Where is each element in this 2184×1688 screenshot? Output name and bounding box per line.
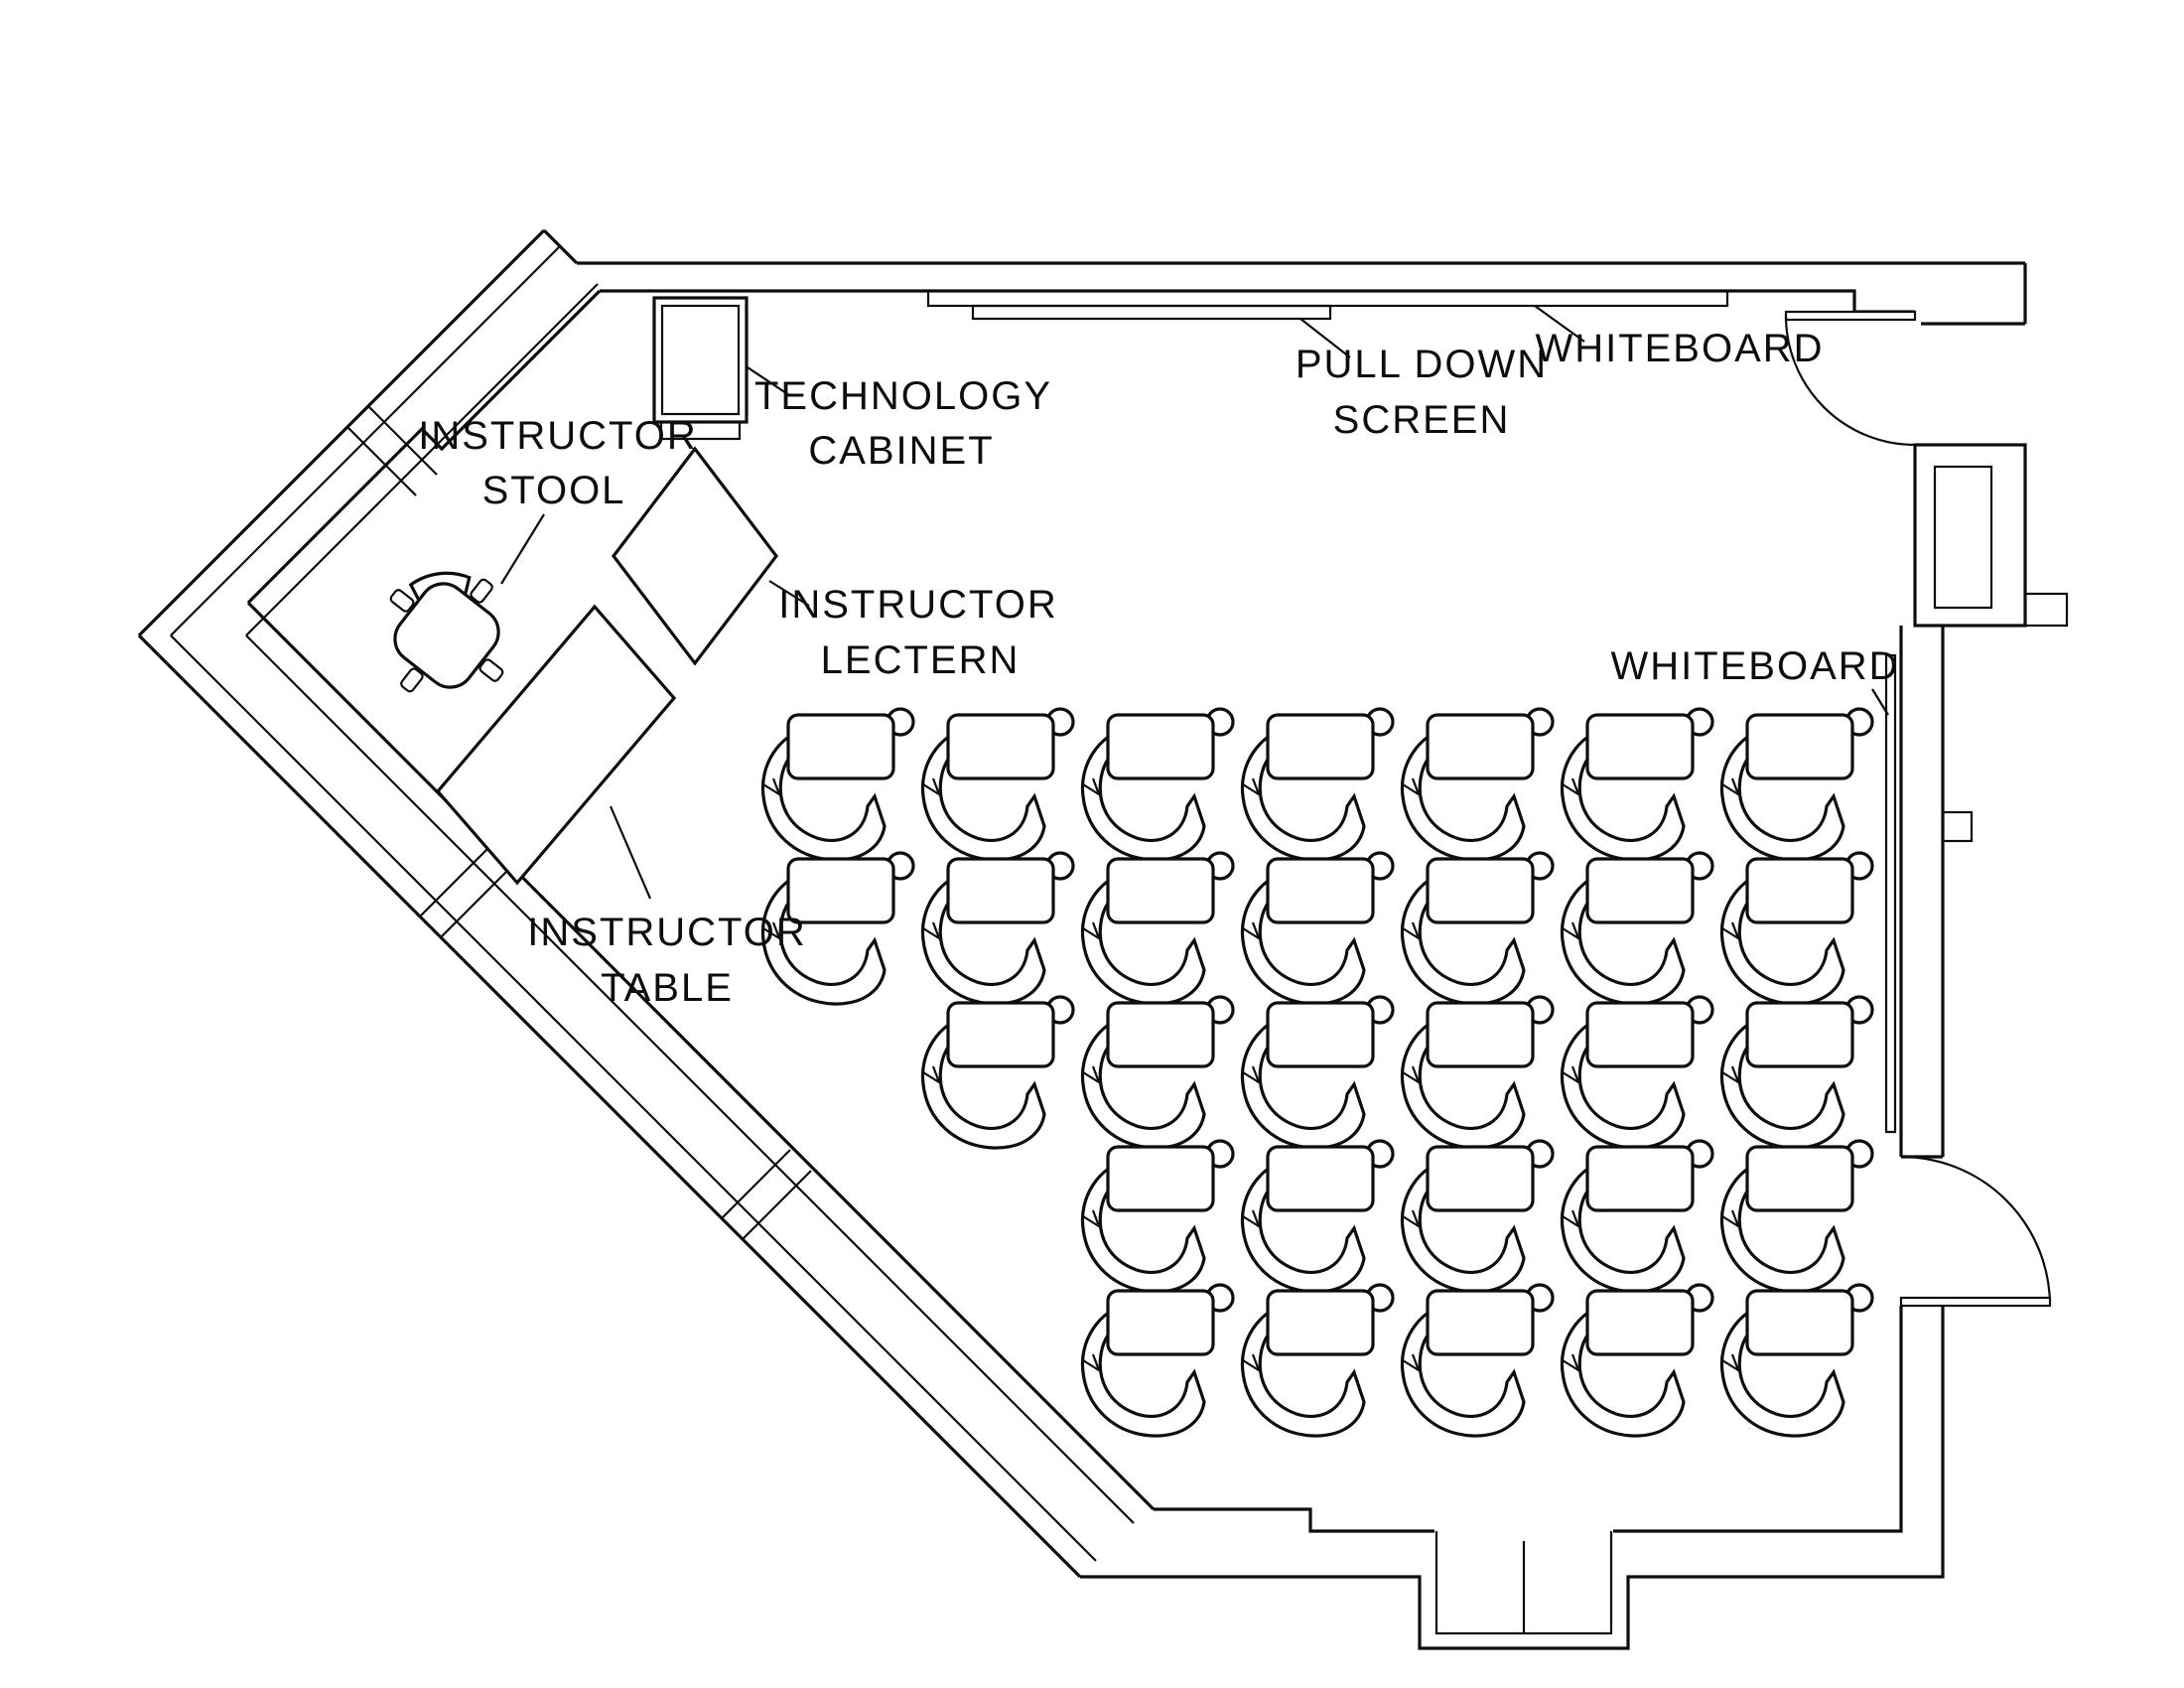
door-swing-arc — [1900, 1155, 2052, 1307]
student-chair — [1719, 1283, 1874, 1438]
label-whiteboard-right: WHITEBOARD — [1610, 644, 1899, 688]
door-swing-arc — [1784, 315, 1916, 447]
door-top-right — [1784, 310, 1917, 447]
label-technology-cabinet-1: TECHNOLOGY — [754, 374, 1052, 418]
label-instructor-stool-1: INSTRUCTOR — [418, 414, 697, 458]
student-chair — [1240, 707, 1395, 862]
instructor-stool — [389, 571, 504, 693]
student-chair — [1080, 851, 1235, 1006]
label-instructor-lectern-1: INSTRUCTOR — [778, 583, 1057, 627]
technology-cabinet — [652, 296, 749, 441]
student-chair — [1080, 1139, 1235, 1294]
leader-instructor-lectern — [768, 580, 810, 607]
student-chair — [920, 851, 1075, 1006]
student-chair — [1240, 851, 1395, 1006]
student-chair — [1400, 707, 1555, 862]
student-chair — [1560, 1139, 1714, 1294]
instructor-table — [435, 604, 677, 886]
student-chair — [1400, 995, 1555, 1150]
student-chair — [1719, 707, 1874, 862]
student-chair — [1080, 707, 1235, 862]
wall-service-box — [1941, 810, 1974, 843]
student-chair — [1560, 1283, 1714, 1438]
instructor-lectern — [611, 446, 779, 666]
label-technology-cabinet-2: CABINET — [808, 429, 994, 473]
student-chair — [1719, 995, 1874, 1150]
student-chair — [1560, 851, 1714, 1006]
student-chair — [1080, 1283, 1235, 1438]
exterior-walls — [137, 228, 2027, 1650]
label-instructor-table-1: INSTRUCTOR — [527, 911, 806, 954]
student-chair — [1240, 995, 1395, 1150]
annotation-labels: TECHNOLOGY CABINET PULL DOWN SCREEN WHIT… — [418, 327, 1899, 1010]
student-chair — [1560, 995, 1714, 1150]
label-pull-down-screen-2: SCREEN — [1333, 398, 1511, 442]
student-chair — [1719, 1139, 1874, 1294]
student-chair — [1400, 1139, 1555, 1294]
leader-instructor-stool — [500, 513, 545, 585]
student-chair — [1240, 1139, 1395, 1294]
student-chair — [1400, 1283, 1555, 1438]
door-leaf — [1784, 310, 1917, 322]
wall-column-right — [1913, 443, 2069, 628]
student-chair — [1400, 851, 1555, 1006]
student-chair — [1719, 851, 1874, 1006]
leader-whiteboard-right — [1871, 688, 1889, 716]
leader-instructor-table — [609, 805, 652, 900]
student-chair — [1080, 995, 1235, 1150]
student-chair — [1240, 1283, 1395, 1438]
leader-pull-down-screen — [1299, 318, 1351, 358]
student-chair — [920, 707, 1075, 862]
student-chair — [1560, 707, 1714, 862]
student-chair — [920, 995, 1075, 1150]
whiteboard-right-unit — [1884, 653, 1897, 1134]
label-instructor-lectern-2: LECTERN — [821, 638, 1021, 682]
door-bottom-right — [1899, 1155, 2052, 1308]
whiteboard-top-unit — [926, 289, 1729, 308]
pull-down-screen-unit — [971, 304, 1332, 321]
label-whiteboard-top: WHITEBOARD — [1535, 327, 1824, 370]
leader-technology-cabinet — [747, 366, 790, 396]
label-pull-down-screen-1: PULL DOWN — [1296, 343, 1548, 386]
student-chair — [760, 707, 915, 862]
leader-whiteboard-top — [1534, 305, 1585, 343]
student-chairs — [760, 707, 1874, 1438]
door-leaf — [1899, 1296, 2052, 1308]
label-instructor-stool-2: STOOL — [482, 469, 626, 512]
annotation-leaders — [500, 305, 1889, 900]
label-instructor-table-2: TABLE — [601, 966, 734, 1010]
